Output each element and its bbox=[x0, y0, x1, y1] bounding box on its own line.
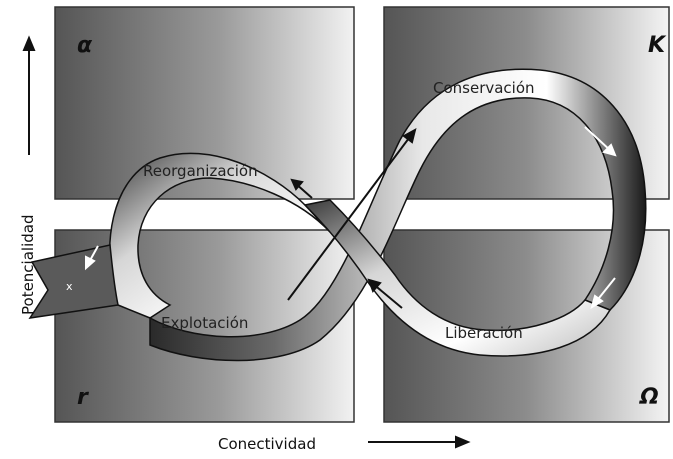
exit-mark: x bbox=[66, 280, 73, 293]
ribbon-left-loop bbox=[108, 152, 331, 319]
phase-label-conservation: Conservación bbox=[433, 79, 535, 97]
phase-label-exploitation: Explotación bbox=[161, 314, 248, 332]
flow-arrow-exploitation bbox=[287, 128, 417, 301]
y-axis-arrow bbox=[22, 35, 36, 155]
ribbon-release bbox=[303, 199, 612, 357]
x-axis-arrow bbox=[368, 435, 471, 449]
flow-arrow-exit bbox=[85, 245, 99, 271]
flow-arrow-reorganization bbox=[290, 178, 313, 199]
quadrant-letter-k: K bbox=[648, 33, 667, 58]
flow-arrow-release bbox=[367, 278, 403, 309]
phase-label-reorganization: Reorganización bbox=[143, 162, 258, 180]
phase-label-release: Liberación bbox=[445, 324, 523, 342]
quadrant-letter-alpha: α bbox=[77, 33, 93, 58]
x-axis-label: Conectividad bbox=[218, 435, 316, 453]
flow-arrow-release-descent bbox=[590, 277, 616, 310]
flow-arrow-conservation bbox=[584, 126, 617, 157]
quadrant-letter-r: r bbox=[77, 385, 89, 410]
quadrant-letter-omega: Ω bbox=[639, 385, 659, 410]
ribbon-tail bbox=[28, 244, 119, 319]
y-axis-label: Potencialidad bbox=[19, 215, 37, 315]
